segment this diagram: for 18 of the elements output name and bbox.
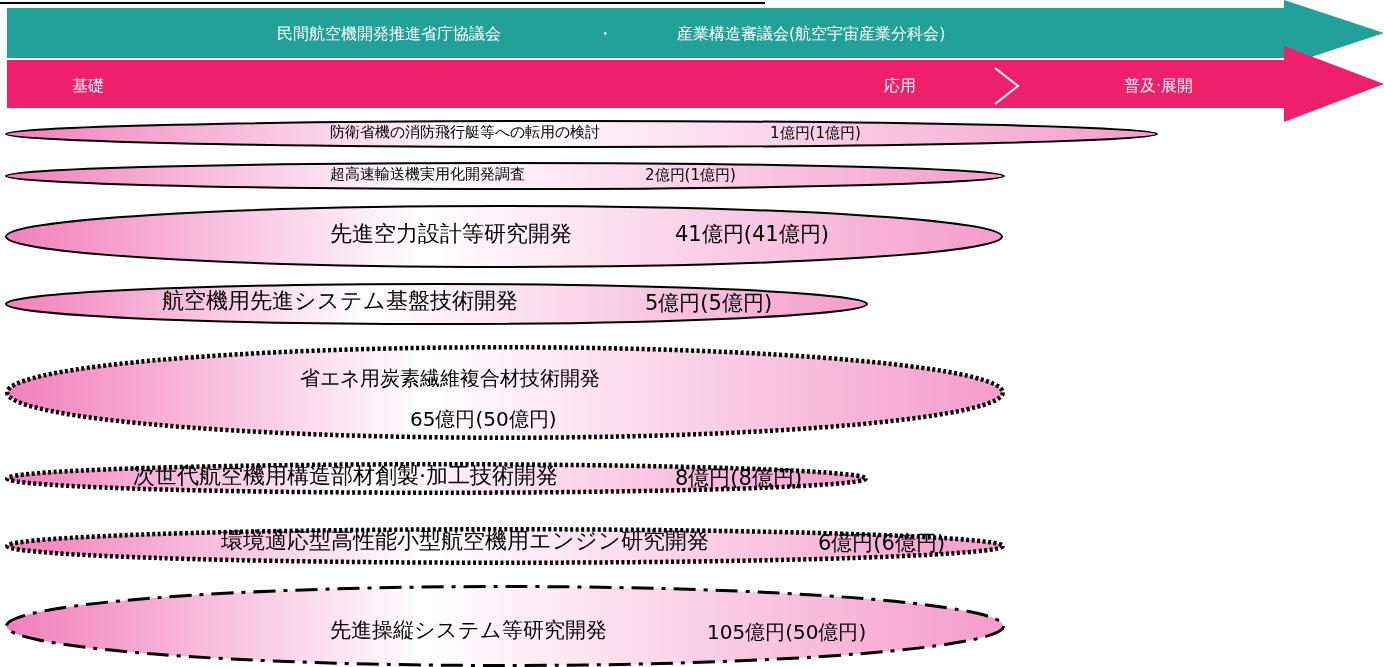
budget-amount: 5億円(5億円): [645, 292, 773, 316]
project-name: 先進空力設計等研究開発: [330, 222, 572, 247]
band-label: 応用: [884, 77, 916, 95]
budget-amount: 65億円(50億円): [410, 408, 557, 430]
project-name: 超高速輸送機実用化開発調査: [330, 166, 525, 183]
band-label: 基礎: [72, 77, 104, 95]
project-name: 先進操縦システム等研究開発: [330, 619, 607, 643]
budget-amount: 1億円(1億円): [770, 125, 861, 142]
budget-amount: 105億円(50億円): [707, 621, 867, 643]
budget-amount: 2億円(1億円): [645, 167, 736, 184]
project-name: 航空機用先進システム基盤技術開発: [162, 289, 518, 314]
budget-amount: 41億円(41億円): [675, 223, 829, 247]
band-label: 普及·展開: [1124, 77, 1194, 95]
project-name: 防衛省機の消防飛行艇等への転用の検討: [330, 124, 600, 141]
band-label: 産業構造審議会(航空宇宙産業分科会): [677, 25, 946, 43]
band-label: 民間航空機開発推進省庁協議会: [277, 25, 501, 43]
project-name: 省エネ用炭素繊維複合材技術開発: [300, 367, 600, 389]
band-label: ・: [597, 25, 613, 43]
